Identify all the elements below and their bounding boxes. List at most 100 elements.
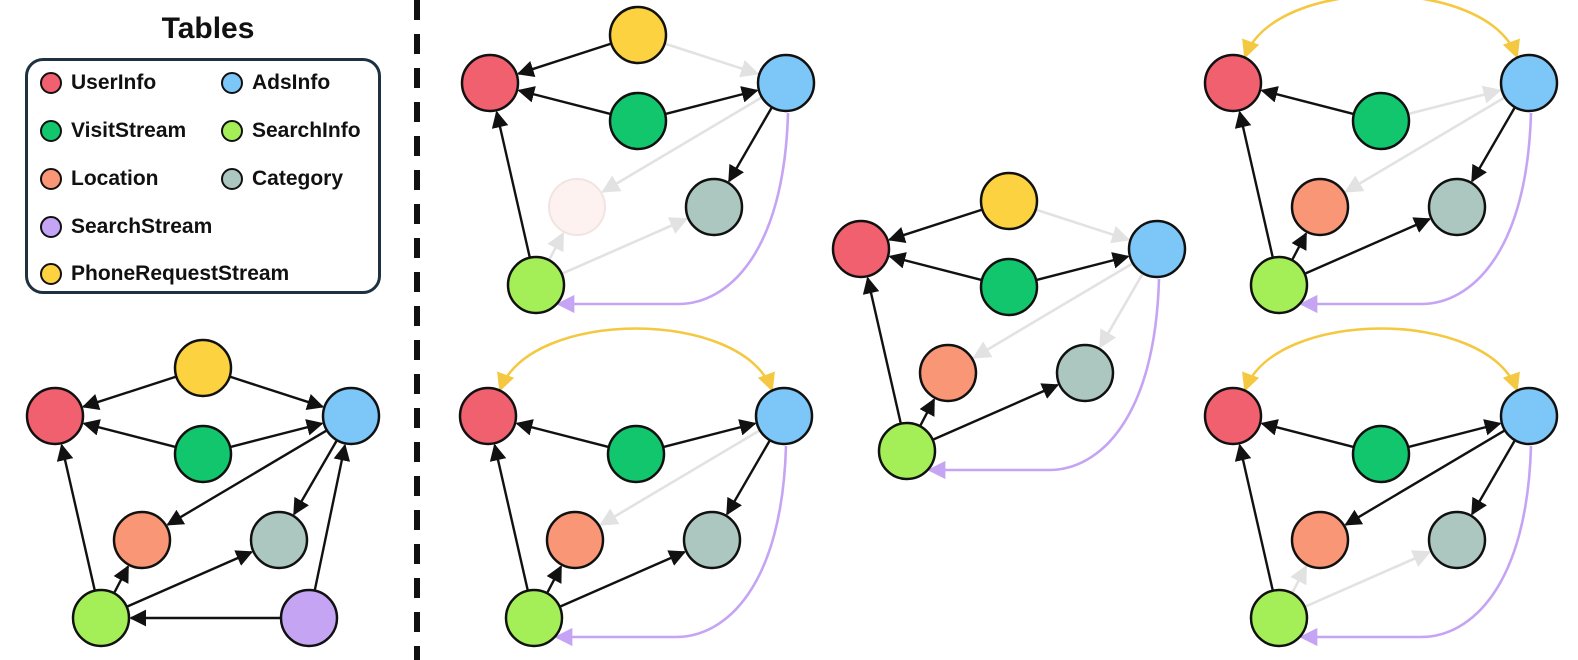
edge-user-to-ads <box>497 327 775 392</box>
edge-search-to-cat <box>1305 217 1432 275</box>
edge-search-to-loc <box>919 398 936 426</box>
edge-ads-to-search <box>1299 112 1533 314</box>
edge-ads-to-cat <box>293 440 338 516</box>
searchinfo-dot <box>221 120 243 142</box>
edge-ads-to-loc <box>1344 429 1505 526</box>
edge-visit-to-user <box>1260 419 1354 448</box>
node-search <box>1249 588 1309 648</box>
legend-label-phonerequeststream: PhoneRequestStream <box>71 262 290 285</box>
edge-ads-to-search <box>556 112 790 314</box>
edge-ads-to-cat <box>728 107 773 183</box>
location-dot <box>40 168 62 190</box>
node-search <box>877 421 937 481</box>
node-user <box>1203 53 1263 113</box>
node-visit <box>173 424 233 484</box>
node-search <box>504 588 564 648</box>
legend-label-category: Category <box>252 167 344 190</box>
legend-item-adsinfo: AdsInfo <box>221 68 330 98</box>
node-cat <box>1427 510 1487 570</box>
edge-ads-to-search <box>554 445 788 647</box>
edge-ads-to-loc <box>599 429 760 526</box>
edge-search-to-user <box>862 276 902 423</box>
edge-ads-to-search <box>927 278 1161 480</box>
edge-search-to-user <box>489 443 529 590</box>
edge-search-to-loc <box>113 565 130 593</box>
subgraph-middle <box>831 171 1187 481</box>
edge-ads-to-cat <box>726 440 771 516</box>
node-search <box>506 255 566 315</box>
adsinfo-dot <box>221 72 243 94</box>
node-search <box>1249 255 1309 315</box>
node-loc <box>1290 177 1350 237</box>
legend-item-visitstream: VisitStream <box>40 116 186 146</box>
edge-phone-to-ads <box>230 375 325 411</box>
edge-phone-to-user <box>81 375 176 411</box>
node-phone <box>979 171 1039 231</box>
edge-search-to-user <box>1234 110 1274 257</box>
node-loc <box>548 178 606 236</box>
dashed-divider <box>414 0 420 660</box>
legend-label-adsinfo: AdsInfo <box>252 71 331 94</box>
legend-label-searchstream: SearchStream <box>71 215 213 238</box>
userinfo-dot <box>40 72 62 94</box>
node-ads <box>1127 219 1187 279</box>
node-user <box>831 219 891 279</box>
node-loc <box>112 510 172 570</box>
node-visit <box>606 424 666 484</box>
subgraph-top-right <box>1203 0 1559 315</box>
edge-search-to-cat <box>127 550 254 608</box>
node-visit <box>1351 91 1411 151</box>
edge-search-to-cat <box>562 217 689 275</box>
edge-search-to-user <box>1234 443 1274 590</box>
category-dot <box>221 168 243 190</box>
edge-search-to-loc <box>1290 564 1308 593</box>
node-phone <box>608 5 668 65</box>
edge-ads-to-loc <box>972 262 1133 359</box>
edge-ads-to-cat <box>1098 273 1144 349</box>
node-visit <box>979 257 1039 317</box>
node-ads <box>1499 53 1559 113</box>
node-phone <box>173 338 233 398</box>
legend-label-visitstream: VisitStream <box>71 119 187 142</box>
edge-visit-to-user <box>1260 86 1354 115</box>
node-ads <box>754 386 814 446</box>
node-ads <box>321 386 381 446</box>
node-sstream <box>279 588 339 648</box>
edge-ads-to-loc <box>601 96 762 193</box>
edge-search-to-loc <box>546 565 563 593</box>
node-visit <box>608 91 668 151</box>
node-ads <box>1499 386 1559 446</box>
edge-sstream-to-ads <box>313 443 351 590</box>
legend-title: Tables <box>161 12 255 45</box>
edge-visit-to-ads <box>663 419 757 448</box>
legend-label-userinfo: UserInfo <box>71 71 157 94</box>
edge-ads-to-cat <box>1471 107 1516 183</box>
edge-phone-to-user <box>887 208 982 244</box>
legend-item-userinfo: UserInfo <box>40 68 156 98</box>
edge-visit-to-user <box>517 86 611 115</box>
node-cat <box>1427 177 1487 237</box>
edge-phone-to-ads <box>1036 208 1131 244</box>
legend-item-searchinfo: SearchInfo <box>221 116 361 146</box>
edge-user-to-ads <box>1242 327 1520 392</box>
node-loc <box>545 510 605 570</box>
edge-visit-to-ads <box>1408 85 1502 116</box>
edge-visit-to-ads <box>665 86 759 115</box>
edge-search-to-loc <box>547 231 565 260</box>
node-cat <box>1055 343 1115 403</box>
legend-item-location: Location <box>40 164 159 194</box>
node-visit <box>1351 424 1411 484</box>
edge-search-to-user <box>491 110 531 257</box>
legend-label-searchinfo: SearchInfo <box>252 119 361 142</box>
legend-item-phonerequeststream: PhoneRequestStream <box>40 259 289 289</box>
subgraph-bottom-left <box>458 327 814 648</box>
visitstream-dot <box>40 120 62 142</box>
full-schema-graph <box>25 338 381 648</box>
edge-visit-to-user <box>515 419 609 448</box>
node-user <box>25 386 85 446</box>
searchstream-dot <box>40 216 62 238</box>
edge-phone-to-ads <box>665 42 760 78</box>
subgraph-top-left <box>460 5 816 315</box>
node-cat <box>684 177 744 237</box>
edge-visit-to-user <box>888 252 982 281</box>
